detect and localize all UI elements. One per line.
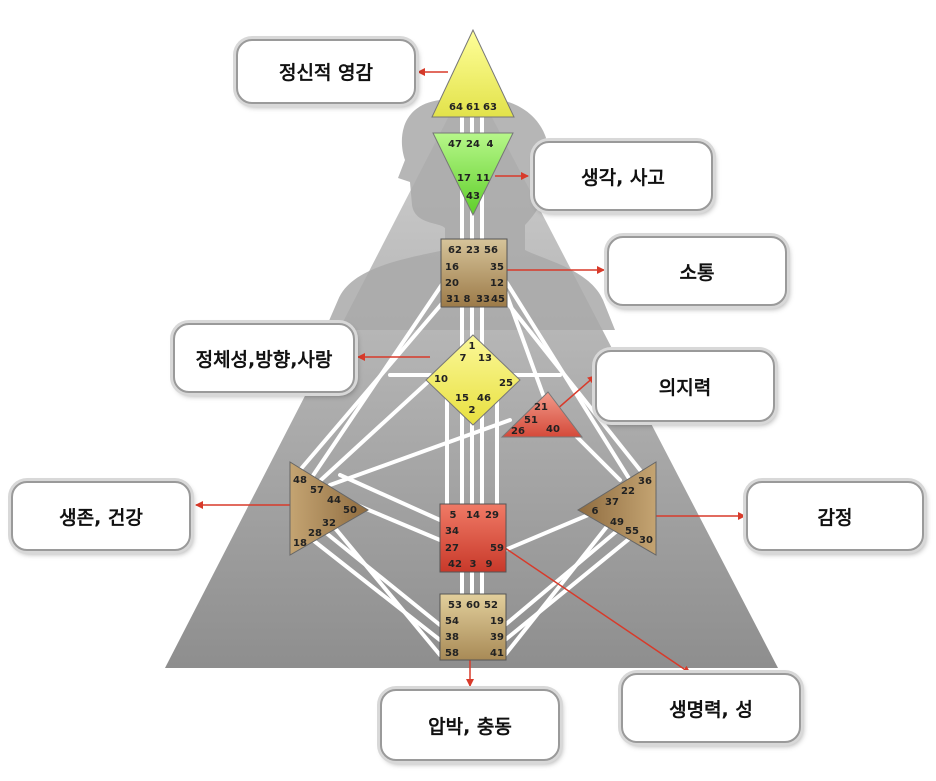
gate-label: 6	[592, 506, 599, 517]
gate-label: 15	[455, 393, 469, 404]
ajna-center	[432, 132, 514, 217]
gate-label: 60	[466, 600, 480, 611]
label-ajna: 생각, 사고	[533, 141, 713, 211]
gate-label: 35	[490, 262, 504, 273]
gate-label: 31	[446, 294, 460, 305]
gate-label: 48	[293, 475, 307, 486]
gate-label: 5	[450, 510, 457, 521]
gate-label: 33	[476, 294, 490, 305]
gate-label: 28	[308, 528, 322, 539]
solar-plexus-center	[577, 461, 657, 556]
gate-label: 21	[534, 402, 548, 413]
spleen-center	[289, 461, 369, 556]
label-head: 정신적 영감	[236, 39, 416, 104]
label-spleen: 생존, 건강	[11, 481, 191, 551]
gate-label: 24	[466, 139, 480, 150]
gate-label: 34	[445, 526, 459, 537]
gate-label: 64	[449, 102, 463, 113]
gate-label: 36	[638, 476, 652, 487]
gate-label: 56	[484, 245, 498, 256]
gate-label: 42	[448, 559, 462, 570]
gate-numbers: 64 61 63 47 24 4 17 11 43 62 23 56 16 35…	[293, 102, 653, 659]
gate-label: 29	[485, 510, 499, 521]
gate-label: 12	[490, 278, 504, 289]
gate-label: 43	[466, 191, 480, 202]
gate-label: 19	[490, 616, 504, 627]
gate-label: 3	[470, 559, 477, 570]
gate-label: 9	[486, 559, 493, 570]
gate-label: 59	[490, 543, 504, 554]
gate-label: 11	[476, 173, 490, 184]
g-center	[425, 334, 521, 426]
gate-label: 16	[445, 262, 459, 273]
gate-label: 13	[478, 353, 492, 364]
gate-label: 37	[605, 497, 619, 508]
label-throat: 소통	[607, 236, 787, 306]
gate-label: 25	[499, 378, 513, 389]
gate-label: 55	[625, 526, 639, 537]
gate-label: 1	[469, 341, 476, 352]
gate-label: 7	[460, 353, 467, 364]
gate-label: 58	[445, 648, 459, 659]
gate-label: 41	[490, 648, 504, 659]
gate-label: 47	[448, 139, 462, 150]
gate-label: 50	[343, 505, 357, 516]
gate-label: 57	[310, 485, 324, 496]
gate-label: 22	[621, 486, 635, 497]
gate-label: 32	[322, 518, 336, 529]
gate-label: 2	[469, 405, 476, 416]
gate-label: 17	[457, 173, 471, 184]
label-heart: 의지력	[595, 350, 775, 422]
label-solar: 감정	[746, 481, 924, 551]
gate-label: 14	[466, 510, 480, 521]
gate-label: 30	[639, 535, 653, 546]
gate-label: 20	[445, 278, 459, 289]
gate-label: 54	[445, 616, 459, 627]
gate-label: 63	[483, 102, 497, 113]
gate-label: 38	[445, 632, 459, 643]
gate-label: 53	[448, 600, 462, 611]
gate-label: 10	[434, 374, 448, 385]
label-root: 압박, 충동	[380, 689, 560, 761]
sacral-center	[439, 503, 507, 573]
throat-center	[440, 238, 508, 308]
gate-label: 52	[484, 600, 498, 611]
gate-label: 26	[511, 426, 525, 437]
gate-label: 18	[293, 538, 307, 549]
gate-label: 44	[327, 495, 341, 506]
gate-label: 27	[445, 543, 459, 554]
gate-label: 8	[464, 294, 471, 305]
head-center	[431, 28, 515, 118]
gate-label: 4	[487, 139, 494, 150]
gate-label: 23	[466, 245, 480, 256]
label-sacral: 생명력, 성	[621, 673, 801, 743]
root-center	[439, 593, 507, 661]
gate-label: 51	[524, 415, 538, 426]
label-g: 정체성,방향,사랑	[173, 323, 355, 393]
gate-label: 45	[491, 294, 505, 305]
gate-label: 40	[546, 424, 560, 435]
gate-label: 39	[490, 632, 504, 643]
gate-label: 61	[466, 102, 480, 113]
arrows	[195, 68, 746, 687]
gate-label: 62	[448, 245, 462, 256]
heart-center	[500, 391, 584, 438]
gate-label: 49	[610, 517, 624, 528]
gate-label: 46	[477, 393, 491, 404]
